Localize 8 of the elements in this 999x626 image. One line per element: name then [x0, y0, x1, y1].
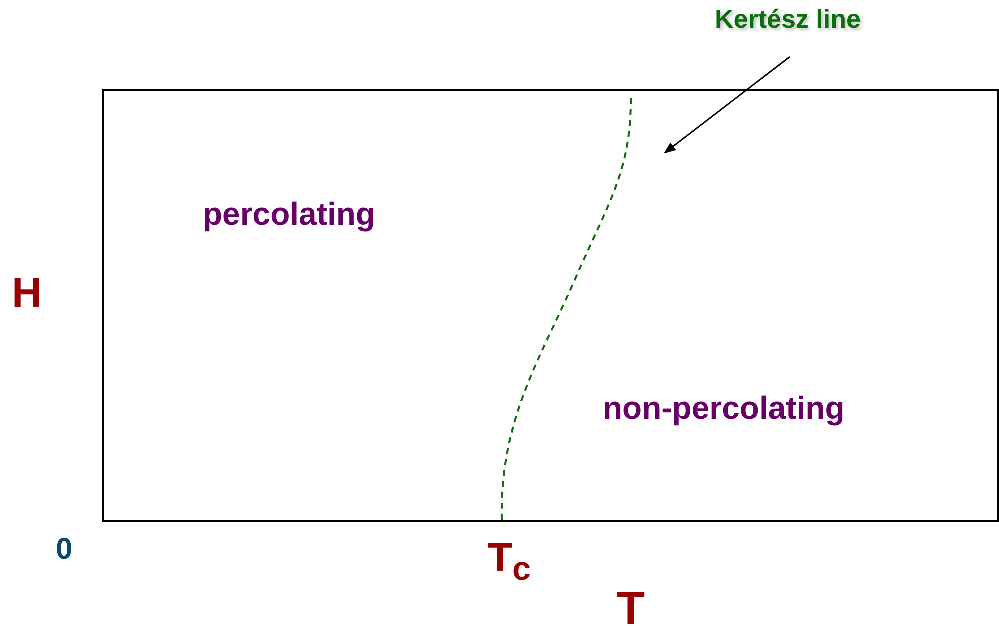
axis-label: T — [617, 585, 646, 626]
critical-point-label: T$_{c}$ — [488, 538, 531, 586]
axis-label: H — [12, 272, 42, 314]
line-name-label: Kertész line — [715, 6, 861, 32]
region-label: non-percolating — [603, 392, 845, 424]
origin-label: 0 — [56, 535, 73, 565]
region-label: percolating — [203, 198, 376, 230]
leader-line — [664, 56, 790, 154]
